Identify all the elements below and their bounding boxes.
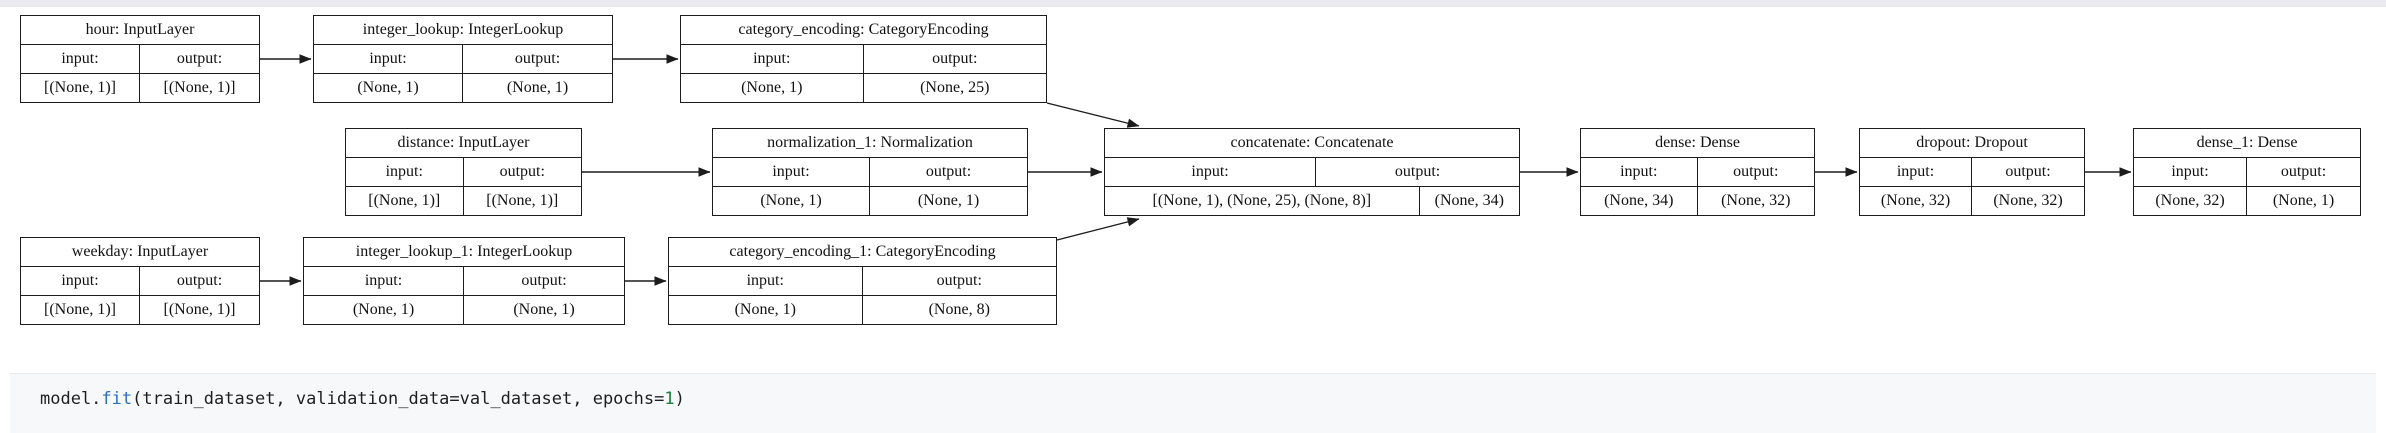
input-label: input: (669, 267, 863, 295)
input-label: input: (713, 158, 870, 186)
layer-node-dense: dense: Dense input: output: (None, 34) (No… (1580, 128, 1815, 216)
input-label: input: (1860, 158, 1972, 186)
layer-title: dense: Dense (1581, 129, 1814, 158)
layer-node-concatenate: concatenate: Concatenate input: output: [… (1104, 128, 1520, 216)
input-label: input: (346, 158, 464, 186)
input-label: input: (314, 45, 463, 73)
input-shape: (None, 34) (1581, 187, 1698, 215)
layer-node-category-encoding-1: category_encoding_1: CategoryEncoding in… (668, 237, 1057, 325)
layer-title: dense_1: Dense (2134, 129, 2360, 158)
input-label: input: (304, 267, 464, 295)
output-shape: (None, 8) (928, 301, 990, 318)
code-token-number: 1 (664, 389, 675, 409)
output-label: output: (1733, 163, 1779, 180)
model-architecture-diagram: hour: InputLayer input: output: [(None, 1… (20, 15, 2361, 325)
output-label: output: (1394, 163, 1441, 180)
code-cell[interactable]: model.fit(train_dataset, validation_data… (10, 373, 2376, 433)
output-shape: (None, 1) (2272, 192, 2335, 209)
output-label: output: (936, 272, 982, 289)
page-top-divider (0, 0, 2386, 7)
output-shape: (None, 1) (917, 192, 980, 209)
output-shape: (None, 32) (1721, 192, 1791, 209)
layer-title: concatenate: Concatenate (1105, 129, 1519, 158)
input-label: input: (21, 45, 140, 73)
code-token: (train_dataset, validation_data=val_data… (132, 389, 665, 409)
layer-node-dense-1: dense_1: Dense input: output: (None, 32) (… (2133, 128, 2361, 216)
output-shape: [(None, 1)] (163, 79, 236, 96)
output-label: output: (176, 50, 223, 67)
output-shape: [(None, 1)] (486, 192, 559, 209)
layer-title: distance: InputLayer (346, 129, 581, 158)
output-shape: (None, 1) (506, 79, 569, 96)
output-shape: (None, 32) (1993, 192, 2063, 209)
output-shape: (None, 25) (920, 79, 990, 96)
layer-node-distance: distance: InputLayer input: output: [(Non… (345, 128, 582, 216)
layer-node-integer-lookup: integer_lookup: IntegerLookup input: outp… (313, 15, 613, 103)
code-token: ) (674, 389, 685, 409)
output-shape: [(None, 1)] (163, 301, 236, 318)
layer-node-category-encoding: category_encoding: CategoryEncoding inpu… (680, 15, 1047, 103)
output-label: output: (499, 163, 545, 180)
layer-title: category_encoding: CategoryEncoding (681, 16, 1046, 45)
code-token: model. (40, 389, 102, 409)
input-shape: (None, 32) (1860, 187, 1972, 215)
input-shape: [(None, 1)] (21, 296, 140, 324)
output-label: output: (176, 272, 223, 289)
input-label: input: (2134, 158, 2247, 186)
input-shape: (None, 1) (304, 296, 464, 324)
input-shape: [(None, 1)] (21, 74, 140, 102)
input-label: input: (21, 267, 140, 295)
output-label: output: (514, 50, 561, 67)
layer-node-dropout: dropout: Dropout input: output: (None, 32… (1859, 128, 2085, 216)
layer-title: dropout: Dropout (1860, 129, 2084, 158)
input-label: input: (681, 45, 864, 73)
diagram-edges (260, 54, 2132, 286)
code-line: model.fit(train_dataset, validation_data… (40, 388, 2376, 410)
layer-node-normalization-1: normalization_1: Normalization input: out… (712, 128, 1028, 216)
input-shape: (None, 1) (669, 296, 863, 324)
output-label: output: (2005, 163, 2051, 180)
input-shape: (None, 1) (314, 74, 463, 102)
output-label: output: (932, 50, 978, 67)
layer-title: hour: InputLayer (21, 16, 259, 45)
input-shape: (None, 1) (681, 74, 864, 102)
output-label: output: (925, 163, 972, 180)
input-label: input: (1105, 158, 1317, 186)
input-shape: (None, 1) (713, 187, 870, 215)
output-label: output: (521, 272, 567, 289)
input-shape: (None, 32) (2134, 187, 2247, 215)
layer-node-weekday: weekday: InputLayer input: output: [(None… (20, 237, 260, 325)
input-shape: [(None, 1)] (346, 187, 464, 215)
layer-node-integer-lookup-1: integer_lookup_1: IntegerLookup input: ou… (303, 237, 625, 325)
layer-title: weekday: InputLayer (21, 238, 259, 267)
layer-title: integer_lookup: IntegerLookup (314, 16, 612, 45)
layer-title: integer_lookup_1: IntegerLookup (304, 238, 624, 267)
input-shape: [(None, 1), (None, 25), (None, 8)] (1105, 187, 1420, 215)
output-shape: (None, 34) (1434, 192, 1504, 209)
layer-title: normalization_1: Normalization (713, 129, 1027, 158)
output-shape: (None, 1) (513, 301, 575, 318)
layer-title: category_encoding_1: CategoryEncoding (669, 238, 1056, 267)
input-label: input: (1581, 158, 1698, 186)
layer-node-hour: hour: InputLayer input: output: [(None, 1… (20, 15, 260, 103)
code-token-function: fit (101, 389, 133, 409)
output-label: output: (2280, 163, 2327, 180)
